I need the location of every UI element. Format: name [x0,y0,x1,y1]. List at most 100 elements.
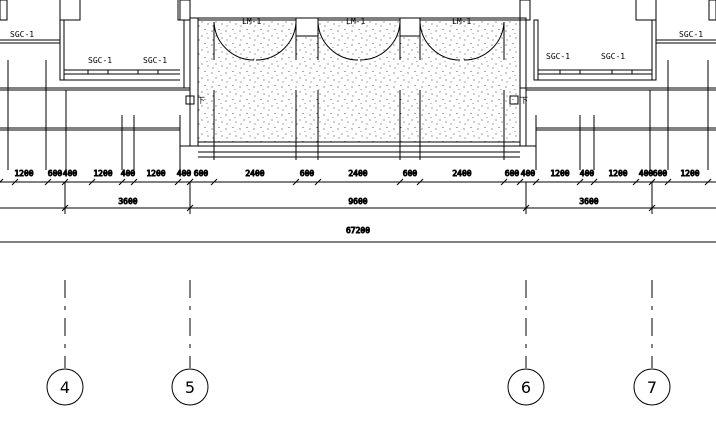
dimension-value: 600 [403,169,418,178]
dimension-value: 2400 [452,169,471,178]
door-tag: LM-1 [452,17,471,26]
dimension-tick [664,178,672,186]
dimension-tick [516,178,524,186]
dimension-tick [522,204,530,212]
grid-axis-7: 7 [633,280,671,406]
dimension-value: 1200 [550,169,569,178]
axis-bubble [507,368,545,406]
door-tag: LM-1 [346,17,365,26]
paving-area [197,19,521,143]
dimension-value: 600 [653,169,668,178]
dimension-value: 400 [121,169,136,178]
dimension-tick [61,178,69,186]
grid-axis-4: 4 [46,280,84,406]
dimension-tick [292,178,300,186]
dimension-value: 2400 [348,169,367,178]
dimension-value: 1200 [680,169,699,178]
right-wing [519,0,716,170]
axis-label: 5 [185,378,195,397]
entrance-hall [189,17,527,160]
dimension-value: 1200 [93,169,112,178]
door-leaf [463,21,505,61]
dimension-value: 2400 [245,169,264,178]
dimension-value: 400 [639,169,654,178]
down-marker-box [185,95,195,105]
window-tag: SGC-1 [601,52,625,61]
dimension-tick [500,178,508,186]
external-wall-lines [0,87,716,147]
dimension-tick [130,178,138,186]
door-tag: LM-1 [242,17,261,26]
door-leaf [255,21,297,61]
down-label: 下 [520,96,528,105]
dimension-tick [632,178,640,186]
grid-axis-5: 5 [171,280,209,406]
grid-axes: 4 5 6 7 [46,280,671,406]
door-swings [213,21,505,61]
axis-bubble [633,368,671,406]
axis-bubble [171,368,209,406]
dimension-value: 400 [580,169,595,178]
window-mullion [137,69,159,75]
window-tag: SGC-1 [10,30,34,39]
down-label: 下 [197,96,205,105]
dimension-value: 600 [300,169,315,178]
dimension-tick [186,178,194,186]
axis-label: 4 [60,378,70,397]
dimension-tick [210,178,218,186]
overall-dimension: 67200 [346,226,370,235]
dimension-value: 400 [63,169,78,178]
dimension-value: 1200 [14,169,33,178]
dimension-tick [61,204,69,212]
dimension-tick [186,204,194,212]
down-marker-box [509,95,519,105]
door-leaf [317,21,359,61]
wall-block [59,0,81,21]
left-wing [0,0,191,170]
dimension-tick [396,178,404,186]
dimension-tick [118,178,126,186]
axis-label: 6 [521,378,531,397]
window-tag: SGC-1 [679,30,703,39]
dimension-tick [648,204,656,212]
dimension-tick [704,178,712,186]
dimension-value: 400 [177,169,192,178]
room-labels: SGC-1 SGC-1 SGC-1 SGC-1 SGC-1 SGC-1 LM-1… [10,17,703,105]
dimension-value: 3600 [118,197,137,206]
dimension-value: 600 [48,169,63,178]
dimension-tick [532,178,540,186]
dimension-tick [314,178,322,186]
axis-label: 7 [647,378,657,397]
column-stub [0,0,8,21]
dimension-tick [11,178,19,186]
dimension-tick [576,178,584,186]
window-tag: SGC-1 [546,52,570,61]
dimension-tick [590,178,598,186]
window-mullion [559,69,581,75]
dimension-tick [44,178,52,186]
dimension-tick [0,178,4,183]
dimension-tick [88,178,96,186]
stair-markers [185,95,519,105]
dimension-value: 9600 [348,197,367,206]
dimension-tick [174,178,182,186]
pier [399,17,421,37]
door-leaf [213,21,255,61]
door-leaf [419,21,461,61]
dimension-value: 3600 [579,197,598,206]
dimension-tick [416,178,424,186]
window-tag: SGC-1 [88,56,112,65]
dimension-tick [648,178,656,186]
dimension-value: 400 [521,169,536,178]
door-leaf [359,21,401,61]
dimension-value: 1200 [146,169,165,178]
window-mullion [87,69,109,75]
dimension-value: 600 [194,169,209,178]
dimension-value: 600 [505,169,520,178]
window-mullion [611,69,633,75]
window-tag: SGC-1 [143,56,167,65]
grid-axis-6: 6 [507,280,545,406]
dimension-value: 1200 [608,169,627,178]
